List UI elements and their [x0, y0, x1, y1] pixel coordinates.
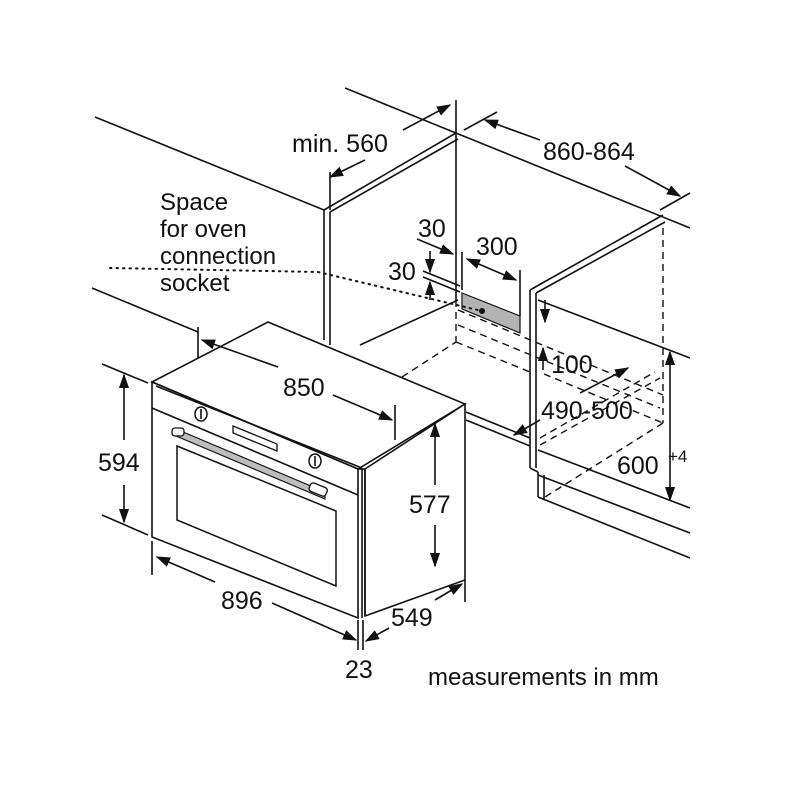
niche-depth-label: 490-500	[541, 397, 633, 425]
lower-wall-line	[91, 287, 199, 333]
top-left-edge	[323, 132, 457, 211]
labels: Space for oven connection socket min. 56…	[98, 130, 687, 691]
oven	[150, 321, 467, 620]
niche-floor-front	[465, 419, 531, 447]
niche-floor-left-edge	[359, 299, 459, 346]
socket-plate	[461, 292, 521, 334]
min-depth-label: min. 560	[292, 130, 388, 158]
niche-height-tolerance: +4	[668, 447, 687, 466]
socket-width-label: 300	[476, 233, 518, 261]
socket-point-icon	[479, 308, 485, 314]
socket-note-line-4: socket	[160, 270, 230, 297]
display-panel	[232, 425, 278, 452]
upper-wall-line	[94, 116, 325, 211]
socket-leader-dotted	[109, 267, 483, 312]
dimension-lines	[101, 104, 691, 650]
niche-height-label: 600	[617, 452, 659, 480]
connection-socket-area	[109, 267, 521, 334]
socket-note-line-3: connection	[160, 243, 276, 270]
socket-offset-top-label: 30	[388, 258, 416, 286]
socket-note-line-2: for oven	[160, 216, 247, 243]
plinth-bottom-line	[537, 496, 691, 559]
socket-note-line-1: Space	[160, 189, 228, 216]
front-width-label: 896	[221, 587, 263, 615]
socket-height-label: 100	[551, 351, 593, 379]
body-depth-label: 549	[391, 604, 433, 632]
top-width-label: 850	[283, 374, 325, 402]
units-note: measurements in mm	[428, 664, 659, 691]
top-right-edge	[529, 214, 664, 291]
top-back-edge	[344, 87, 691, 229]
right-shelf-edge	[537, 299, 691, 359]
oven-window	[176, 444, 337, 588]
socket-offset-side-label: 30	[418, 215, 446, 243]
niche-bottom-front	[537, 449, 691, 509]
body-height-label: 577	[409, 491, 451, 519]
niche-width-label: 860-864	[543, 138, 635, 166]
fascia-thickness-label: 23	[345, 656, 373, 684]
control-panel-line	[151, 407, 359, 496]
front-height-label: 594	[98, 449, 140, 477]
